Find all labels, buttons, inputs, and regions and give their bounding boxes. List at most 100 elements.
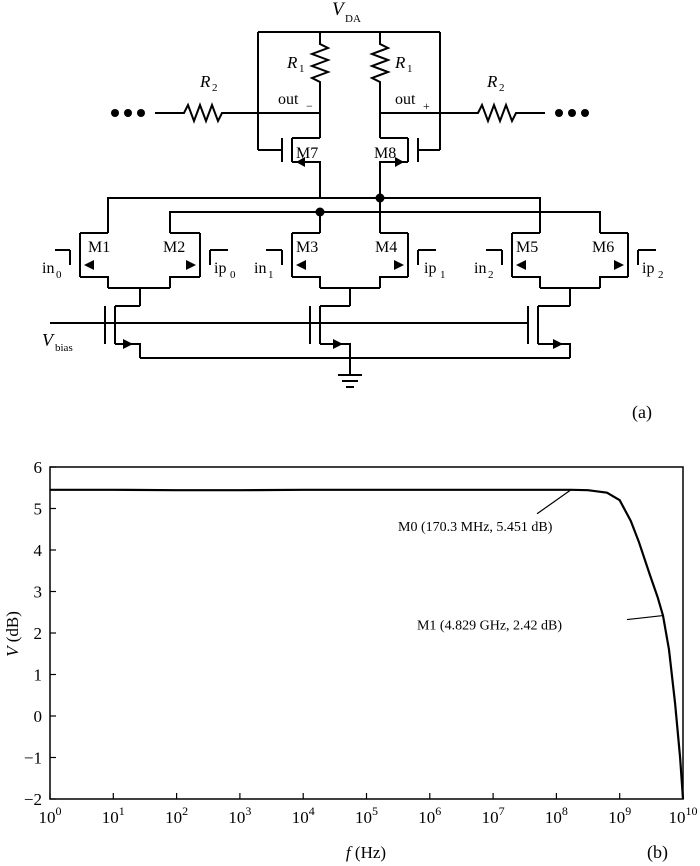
m1-leader-line xyxy=(626,614,664,621)
marker-m1-label: M1 (4.829 GHz, 2.42 dB) xyxy=(417,619,562,634)
resistor-r2-right xyxy=(380,102,545,124)
x-tick-label: 108 xyxy=(545,804,568,827)
caption-b: (b) xyxy=(647,842,668,863)
r1-left-label: R xyxy=(286,53,298,72)
r2-left-subscript: 2 xyxy=(212,82,218,94)
ip1-subscript: 1 xyxy=(440,269,446,281)
bias-subscript: bias xyxy=(55,342,73,354)
transistor-m4 xyxy=(379,232,419,288)
m6-arrow xyxy=(614,260,624,270)
drain-bus-right xyxy=(107,197,541,233)
transistor-m2 xyxy=(169,232,211,288)
m3-arrow xyxy=(296,260,306,270)
x-tick-label: 109 xyxy=(608,804,631,827)
m8-arrow xyxy=(395,157,404,167)
in1-label: in xyxy=(254,260,266,277)
m7-label: M7 xyxy=(296,145,318,162)
bias-label: V xyxy=(42,330,55,350)
out-plus-subscript: + xyxy=(423,99,430,113)
m7-arrow xyxy=(296,157,305,167)
in1-subscript: 1 xyxy=(268,269,274,281)
transistor-m7 xyxy=(258,137,321,198)
x-axis-var: f xyxy=(346,843,353,862)
m4-label: M4 xyxy=(375,239,397,256)
r1-right-subscript: 1 xyxy=(407,63,413,75)
r2-left-label: R xyxy=(199,72,211,91)
ip0-label: ip xyxy=(214,260,226,277)
m6-label: M6 xyxy=(592,239,614,256)
ground-icon xyxy=(338,374,362,388)
r1-right-label: R xyxy=(394,53,406,72)
transistor-m1 xyxy=(69,232,109,288)
r1-left-subscript: 1 xyxy=(299,63,305,75)
ip0-subscript: 0 xyxy=(230,269,236,281)
y-axis-label: V (dB) xyxy=(3,611,22,657)
in0-subscript: 0 xyxy=(56,269,62,281)
m1-arrow xyxy=(84,260,94,270)
tail-source-2 xyxy=(527,305,571,358)
ground-rail xyxy=(140,357,570,375)
supply-subscript: DA xyxy=(345,13,361,25)
tail-source-0-arrow xyxy=(123,339,133,349)
x-tick-label: 100 xyxy=(39,804,62,827)
supply-label: V xyxy=(332,0,346,20)
tail-source-1-arrow xyxy=(333,339,343,349)
x-tick-label: 103 xyxy=(228,804,251,827)
continuation-dots-left xyxy=(111,109,145,117)
tail-node-2 xyxy=(540,287,600,306)
in2-subscript: 2 xyxy=(488,269,494,281)
m4-arrow xyxy=(394,260,404,270)
x-tick-label: 104 xyxy=(292,804,315,827)
transistor-m3 xyxy=(281,232,321,288)
y-tick-label: 2 xyxy=(34,624,43,643)
tail-source-0 xyxy=(104,305,141,358)
y-tick-label: 1 xyxy=(34,666,43,685)
out-minus-label: out xyxy=(278,91,299,108)
plot-frame xyxy=(49,466,684,800)
m3-label: M3 xyxy=(296,239,318,256)
m5-arrow xyxy=(516,260,526,270)
ip2-subscript: 2 xyxy=(658,269,664,281)
x-tick-label: 105 xyxy=(355,804,378,827)
y-tick-label: −1 xyxy=(24,749,42,768)
caption-a: (a) xyxy=(632,402,652,423)
in0-label: in xyxy=(42,260,54,277)
tail-source-2-arrow xyxy=(553,339,563,349)
m2-label: M2 xyxy=(163,239,185,256)
x-tick-label: 106 xyxy=(418,804,441,827)
m0-leader-line xyxy=(536,489,572,515)
y-tick-label: 4 xyxy=(34,541,43,560)
resistor-r1-left xyxy=(309,32,331,138)
out-minus-subscript: − xyxy=(306,99,313,113)
transistor-m8 xyxy=(379,137,440,198)
ip1-label: ip xyxy=(424,260,436,277)
y-tick-label: 6 xyxy=(34,458,43,477)
x-tick-label: 1010 xyxy=(669,804,698,827)
tail-node-0 xyxy=(108,287,170,306)
in2-label: in xyxy=(474,260,486,277)
y-axis-var: V xyxy=(3,644,22,657)
transistor-m6 xyxy=(599,232,639,288)
m1-label: M1 xyxy=(88,239,110,256)
ip2-label: ip xyxy=(642,260,654,277)
resistor-r2-left xyxy=(155,102,320,124)
x-tick-label: 107 xyxy=(482,804,505,827)
m8-label: M8 xyxy=(374,145,396,162)
supply-rail xyxy=(257,31,441,150)
continuation-dots-right xyxy=(555,109,589,117)
y-tick-label: 5 xyxy=(34,500,43,519)
circuit-diagram: V DA R 1 R 1 out − out + R 2 R 2 M7 xyxy=(42,0,664,423)
y-tick-label: 3 xyxy=(34,583,43,602)
m5-label: M5 xyxy=(516,239,538,256)
x-tick-label: 102 xyxy=(165,804,188,827)
m2-arrow xyxy=(186,260,196,270)
tail-source-1 xyxy=(309,305,351,358)
x-axis-unit: (Hz) xyxy=(351,843,386,862)
tail-node-1 xyxy=(320,287,380,306)
x-axis-label: f (Hz) xyxy=(346,843,386,862)
resistor-r1-right xyxy=(369,32,391,138)
out-plus-label: out xyxy=(395,91,416,108)
